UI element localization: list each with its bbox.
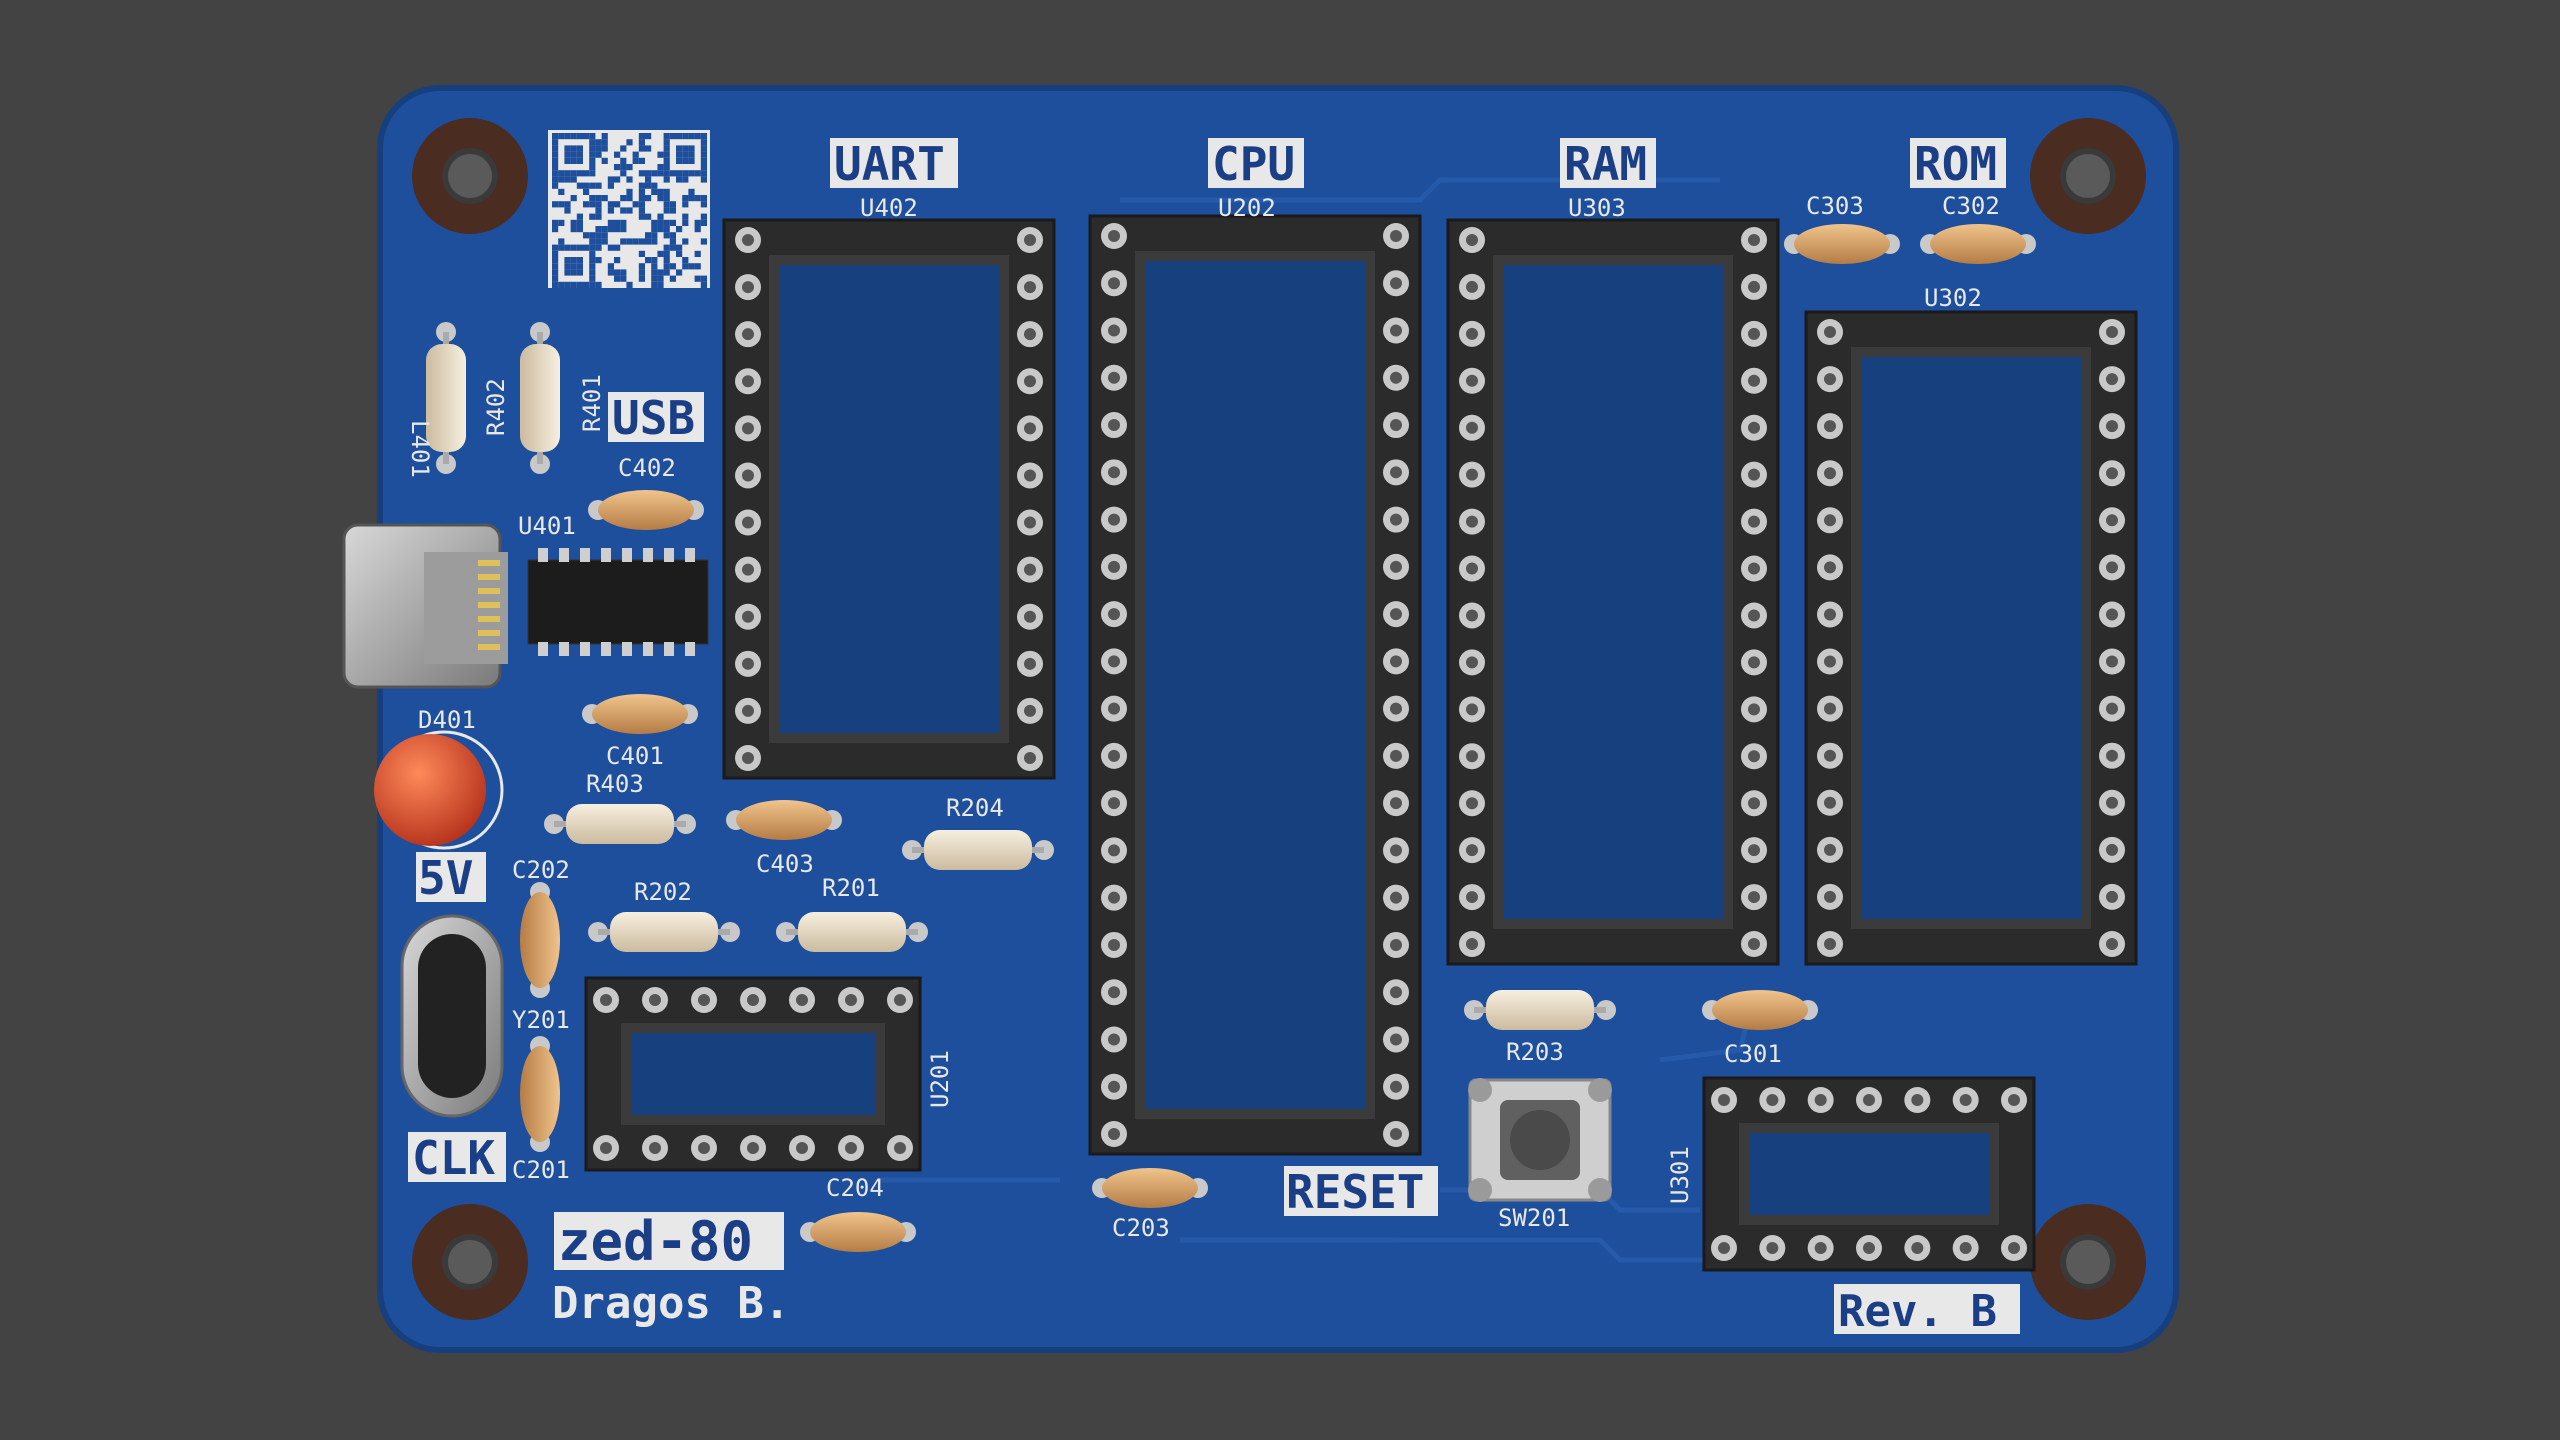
mounting-hole-icon bbox=[2030, 118, 2146, 234]
ref-c402: C402 bbox=[618, 454, 676, 482]
ref-c302: C302 bbox=[1942, 192, 2000, 220]
socket-u201 bbox=[584, 976, 922, 1172]
ref-u401: U401 bbox=[518, 512, 576, 540]
label-reset: RESET bbox=[1286, 1165, 1424, 1219]
resistor-r402 bbox=[426, 322, 466, 474]
capacitor-c403 bbox=[726, 800, 842, 840]
ref-r203: R203 bbox=[1506, 1038, 1564, 1066]
label-ram: RAM bbox=[1564, 137, 1647, 191]
resistor-r202 bbox=[588, 912, 740, 952]
ref-c202: C202 bbox=[512, 856, 570, 884]
capacitor-c402 bbox=[588, 490, 704, 530]
socket-u303-ram bbox=[1446, 218, 1780, 966]
ref-c301: C301 bbox=[1724, 1040, 1782, 1068]
ref-c403: C403 bbox=[756, 850, 814, 878]
board-revision: Rev. B bbox=[1838, 1286, 1997, 1337]
capacitor-c401 bbox=[582, 694, 698, 734]
resistor-r201 bbox=[776, 912, 928, 952]
socket-u301 bbox=[1702, 1076, 2036, 1272]
capacitor-c203 bbox=[1092, 1168, 1208, 1208]
board-identity: zed-80 Dragos B. Rev. B bbox=[552, 1210, 2020, 1337]
socket-u402-uart bbox=[722, 218, 1056, 780]
ref-c201: C201 bbox=[512, 1156, 570, 1184]
ref-r401: R401 bbox=[578, 374, 606, 432]
label-5v: 5V bbox=[418, 851, 473, 905]
ref-r402: R402 bbox=[482, 378, 510, 436]
ref-d401: D401 bbox=[418, 706, 476, 734]
mounting-hole-icon bbox=[412, 1204, 528, 1320]
ref-r201: R201 bbox=[822, 874, 880, 902]
mounting-hole-icon bbox=[2030, 1204, 2146, 1320]
silkscreen-refs: U402 U202 U303 C303 C302 U302 R402 R401 … bbox=[406, 192, 2000, 1242]
board-author: Dragos B. bbox=[552, 1278, 790, 1329]
resistor-r203 bbox=[1464, 990, 1616, 1030]
ref-l401: L401 bbox=[406, 420, 434, 478]
silkscreen-titles: UART CPU RAM ROM USB 5V CLK RESET bbox=[408, 137, 2006, 1219]
label-usb: USB bbox=[612, 391, 695, 445]
resistor-r403 bbox=[544, 804, 696, 844]
socket-u202-cpu bbox=[1088, 214, 1422, 1156]
capacitor-c303 bbox=[1784, 224, 1900, 264]
capacitor-c201 bbox=[520, 1036, 560, 1152]
capacitor-c301 bbox=[1702, 990, 1818, 1030]
board-name: zed-80 bbox=[558, 1210, 753, 1273]
resistor-r204 bbox=[902, 830, 1054, 870]
ref-u402: U402 bbox=[860, 194, 918, 222]
ref-c203: C203 bbox=[1112, 1214, 1170, 1242]
label-rom: ROM bbox=[1914, 137, 1997, 191]
ref-c401: C401 bbox=[606, 742, 664, 770]
label-uart: UART bbox=[834, 137, 945, 191]
mounting-hole-icon bbox=[412, 118, 528, 234]
capacitor-c204 bbox=[800, 1212, 916, 1252]
ref-c204: C204 bbox=[826, 1174, 884, 1202]
qr-code-icon bbox=[548, 130, 710, 288]
ref-u202: U202 bbox=[1218, 194, 1276, 222]
ref-sw201: SW201 bbox=[1498, 1204, 1570, 1232]
capacitor-c302 bbox=[1920, 224, 2036, 264]
usb-c-connector-icon bbox=[342, 523, 508, 689]
chip-u401 bbox=[527, 548, 709, 656]
socket-u302-rom bbox=[1804, 310, 2138, 966]
ref-u301: U301 bbox=[1666, 1146, 1694, 1204]
ref-c303: C303 bbox=[1806, 192, 1864, 220]
crystal-y201 bbox=[400, 914, 504, 1118]
ref-u302: U302 bbox=[1924, 284, 1982, 312]
ref-y201: Y201 bbox=[512, 1006, 570, 1034]
ref-r204: R204 bbox=[946, 794, 1004, 822]
ref-u303: U303 bbox=[1568, 194, 1626, 222]
reset-switch-sw201[interactable] bbox=[1468, 1078, 1612, 1202]
ref-r202: R202 bbox=[634, 878, 692, 906]
resistor-r401 bbox=[520, 322, 560, 474]
led-d401 bbox=[374, 730, 504, 850]
ref-r403: R403 bbox=[586, 770, 644, 798]
ref-u201: U201 bbox=[926, 1050, 954, 1108]
label-clk: CLK bbox=[412, 1131, 495, 1185]
label-cpu: CPU bbox=[1212, 137, 1295, 191]
capacitor-c202 bbox=[520, 882, 560, 998]
